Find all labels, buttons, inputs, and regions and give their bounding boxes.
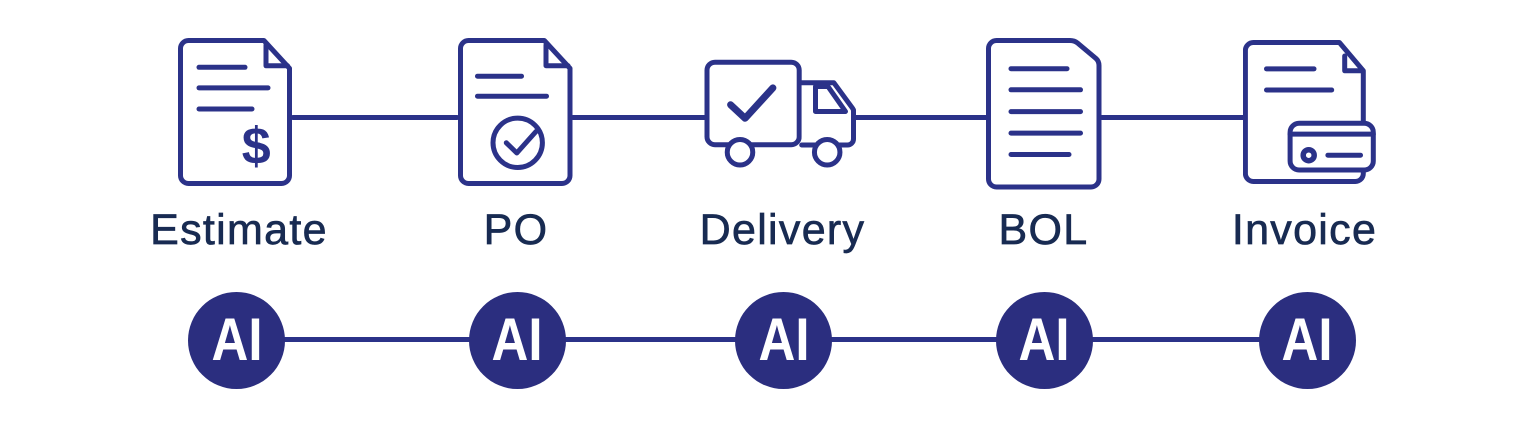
document-outline [178, 37, 292, 186]
document-lines-svg [986, 37, 1102, 190]
ai-badge-text: AI [1281, 305, 1333, 373]
document-check-icon [457, 37, 575, 189]
truck-wheel [811, 136, 843, 167]
payment-card [1287, 120, 1376, 172]
dollar-glyph: $ [242, 117, 271, 175]
ai-badge-text: AI [758, 305, 809, 373]
stage-label-bol: BOL [998, 205, 1089, 254]
check-circle [490, 115, 545, 170]
stage-label-invoice: Invoice [1231, 205, 1378, 254]
card-dot [1300, 146, 1317, 163]
truck-window [813, 83, 848, 114]
ai-badge-estimate: AI [188, 291, 285, 389]
checkmark-icon [727, 83, 777, 122]
folded-corner [543, 42, 570, 68]
ai-connector-1 [282, 337, 472, 342]
document-dollar-svg: $ [178, 37, 292, 186]
checkmark-icon [503, 128, 538, 156]
stage-label-estimate: Estimate [150, 205, 328, 254]
ai-badge-bol: AI [995, 291, 1093, 389]
ai-badge-invoice: AI [1258, 291, 1356, 389]
truck-cargo-box [704, 59, 802, 147]
connector-bol-invoice [1100, 115, 1246, 120]
ai-badge-text: AI [211, 305, 262, 373]
ai-connector-2 [563, 337, 738, 342]
folded-corner [263, 42, 290, 68]
connector-po-delivery [571, 115, 707, 120]
connector-estimate-po [291, 115, 459, 120]
delivery-truck-icon [704, 59, 860, 171]
truck-wheel [724, 136, 756, 167]
stage-label-po: PO [483, 205, 549, 254]
connector-delivery-bol [854, 115, 988, 120]
ai-badge-text: AI [491, 305, 543, 373]
ai-connector-4 [1090, 337, 1262, 342]
document-dollar-icon: $ [178, 37, 295, 189]
stage-label-delivery: Delivery [699, 205, 866, 254]
folded-corner [1342, 53, 1364, 73]
ai-badge-delivery: AI [735, 291, 832, 389]
document-lines-icon [986, 37, 1104, 193]
ai-connector-3 [829, 337, 999, 342]
document-card-svg [1243, 39, 1376, 184]
document-check-svg [457, 37, 572, 186]
ai-badge-text: AI [1018, 305, 1070, 373]
document-outline [457, 37, 572, 186]
ai-badge-po: AI [468, 291, 566, 389]
delivery-truck-svg [704, 59, 856, 167]
document-card-icon [1243, 39, 1379, 186]
